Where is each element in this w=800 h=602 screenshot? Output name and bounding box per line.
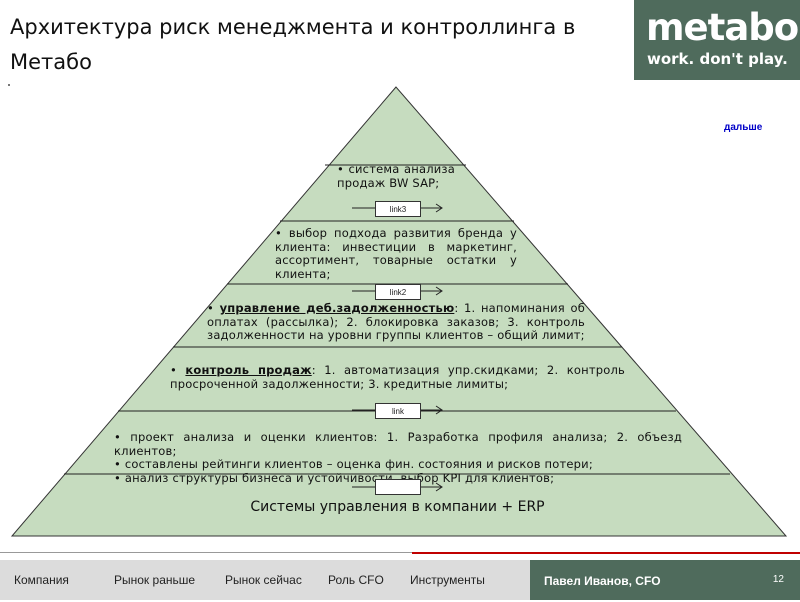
next-link[interactable]: дальше	[724, 122, 763, 133]
layer2-text: • выбор подхода развития бренда у клиент…	[275, 226, 517, 281]
metabo-logo: metabo work. don't play.	[634, 0, 800, 80]
layer1-text: • система анализа продаж BW SAP;	[337, 162, 455, 190]
pyramid-shape	[10, 86, 788, 537]
layer4-body: : 1. автоматизация упр.скидками; 2. конт…	[170, 363, 625, 391]
arrow-head	[435, 405, 443, 415]
bullet-dot: •	[170, 363, 186, 377]
layer5-line: • анализ структуры бизнеса и устойчивост…	[114, 470, 555, 485]
layer5-line: • проект анализа и оценки клиентов: 1. Р…	[114, 430, 682, 458]
presenter-name: Павел Иванов, CFO	[544, 574, 661, 588]
nav-item-market-before[interactable]: Рынок раньше	[114, 573, 196, 587]
pyramid-base-label: Системы управления в компании + ERP	[250, 499, 545, 515]
bullet-dot	[8, 84, 10, 86]
arrow-head	[435, 286, 443, 296]
logo-brand: metabo	[646, 6, 799, 49]
link1-button[interactable]: link	[375, 403, 421, 419]
divider-line	[0, 552, 412, 553]
page-number: 12	[772, 574, 784, 585]
accent-line	[412, 552, 800, 554]
layer4-text: • контроль продаж: 1. автоматизация упр.…	[170, 363, 625, 391]
link2-button[interactable]: link2	[375, 284, 421, 300]
arrow-head	[435, 482, 443, 492]
nav-item-company[interactable]: Компания	[14, 573, 69, 587]
nav-item-market-now[interactable]: Рынок сейчас	[225, 573, 302, 587]
slide-title: Архитектура риск менеджмента и контролли…	[10, 15, 576, 74]
logo-slogan: work. don't play.	[647, 50, 788, 68]
layer3-label: управление деб.задолженностью	[219, 301, 455, 315]
layer4-label: контроль продаж	[185, 363, 312, 377]
link-box-blank[interactable]	[375, 479, 421, 495]
layer3-body: : 1. напоминания об оплатах (рассылка); …	[207, 301, 585, 342]
nav-item-cfo-role[interactable]: Роль CFO	[328, 573, 384, 587]
bullet-dot: •	[207, 301, 220, 315]
arrow-head	[435, 203, 443, 213]
layer3-text: • управление деб.задолженностью: 1. напо…	[207, 301, 585, 343]
nav-item-tools[interactable]: Инструменты	[410, 573, 485, 587]
presenter-box: Павел Иванов, CFO 12	[530, 560, 800, 600]
link3-button[interactable]: link3	[375, 201, 421, 217]
layer5-line: • составлены рейтинги клиентов – оценка …	[114, 457, 593, 471]
layer5-text: • проект анализа и оценки клиентов: 1. Р…	[114, 430, 682, 485]
